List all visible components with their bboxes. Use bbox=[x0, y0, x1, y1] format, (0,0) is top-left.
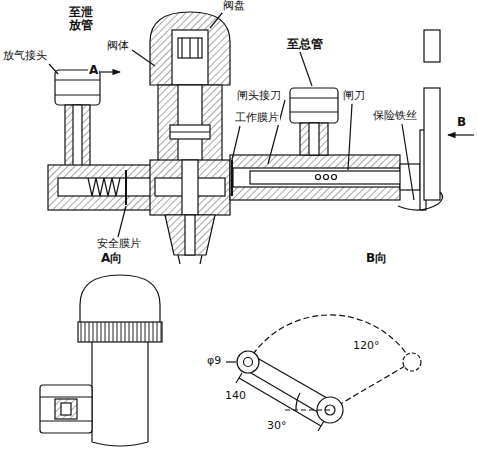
part-label: 至泄放管 bbox=[68, 6, 95, 32]
part-label: 工作膜片 bbox=[234, 112, 280, 125]
part-label: 安全膜片 bbox=[96, 238, 142, 251]
part-label: 至总管 bbox=[286, 38, 324, 52]
part-label: 阀盘 bbox=[222, 0, 246, 13]
main-section bbox=[48, 12, 474, 264]
part-label: 闸头接刀 bbox=[236, 90, 282, 103]
part-label: 放气接头 bbox=[2, 50, 48, 63]
part-label: 阀体 bbox=[106, 40, 130, 53]
part-label: 30° bbox=[266, 420, 288, 433]
part-label: 保险铁丝 bbox=[372, 110, 418, 123]
part-label: A向 bbox=[100, 252, 123, 266]
view-b bbox=[226, 315, 421, 431]
part-label: 140 bbox=[224, 390, 247, 403]
view-a bbox=[40, 275, 162, 446]
part-label: φ9 bbox=[206, 355, 222, 368]
part-label: A bbox=[88, 64, 99, 78]
part-label: B bbox=[456, 116, 467, 130]
part-label: 120° bbox=[352, 340, 381, 353]
part-label: 闸刀 bbox=[342, 90, 366, 103]
part-label: B向 bbox=[365, 252, 388, 266]
